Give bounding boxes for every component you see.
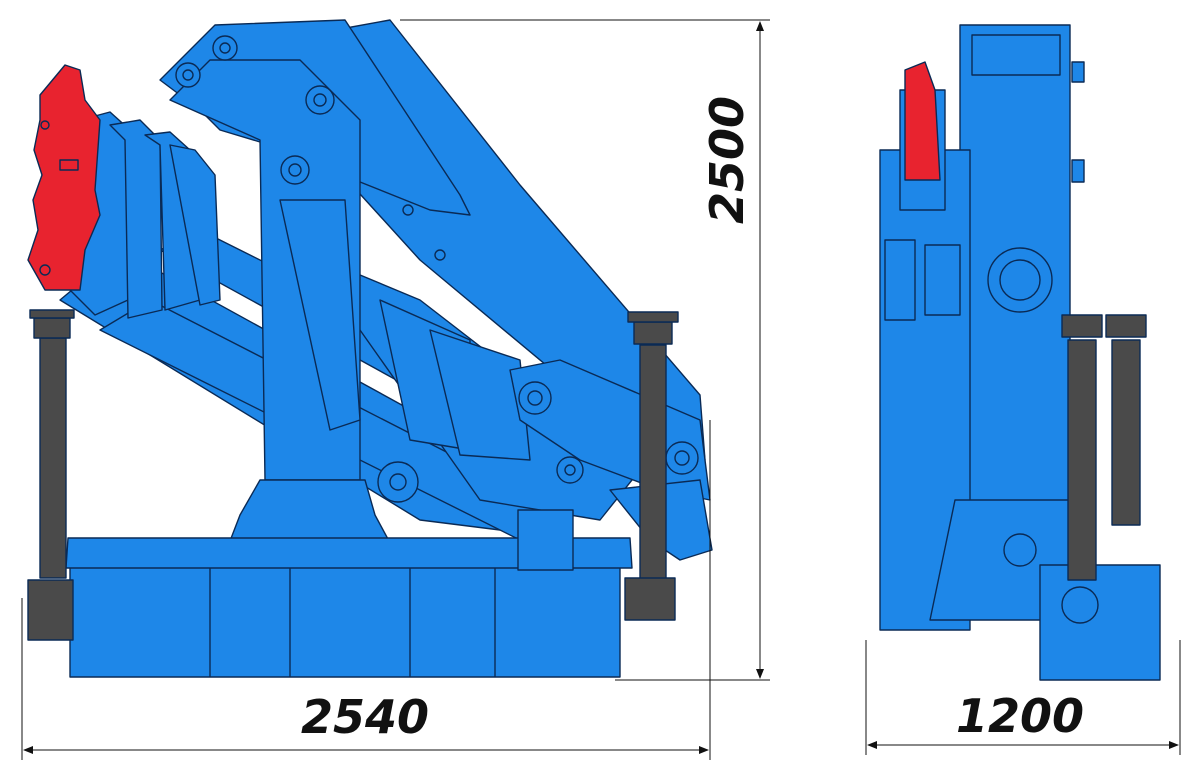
rotator [27,64,101,291]
valve-block [517,509,574,571]
rear-frame [1039,564,1161,681]
dimension-width-side [21,420,711,760]
width-label-rear: 1200 [956,689,1084,743]
rear-outrigger-2 [1105,314,1147,526]
height-label-side: 2500 [700,96,754,224]
rear-outrigger-1 [1061,314,1103,581]
right-outrigger [624,311,679,621]
base-frame [69,564,621,678]
rear-rotator [904,61,941,181]
lift-cylinder [279,199,361,431]
left-outrigger [27,309,75,641]
dimension-width-rear [865,640,1181,755]
dimension-height-side [400,19,770,681]
crane-side-view [27,19,713,678]
width-label-side: 2540 [301,690,429,744]
pivot-pins [175,35,699,503]
crane-rear-view [879,24,1161,681]
